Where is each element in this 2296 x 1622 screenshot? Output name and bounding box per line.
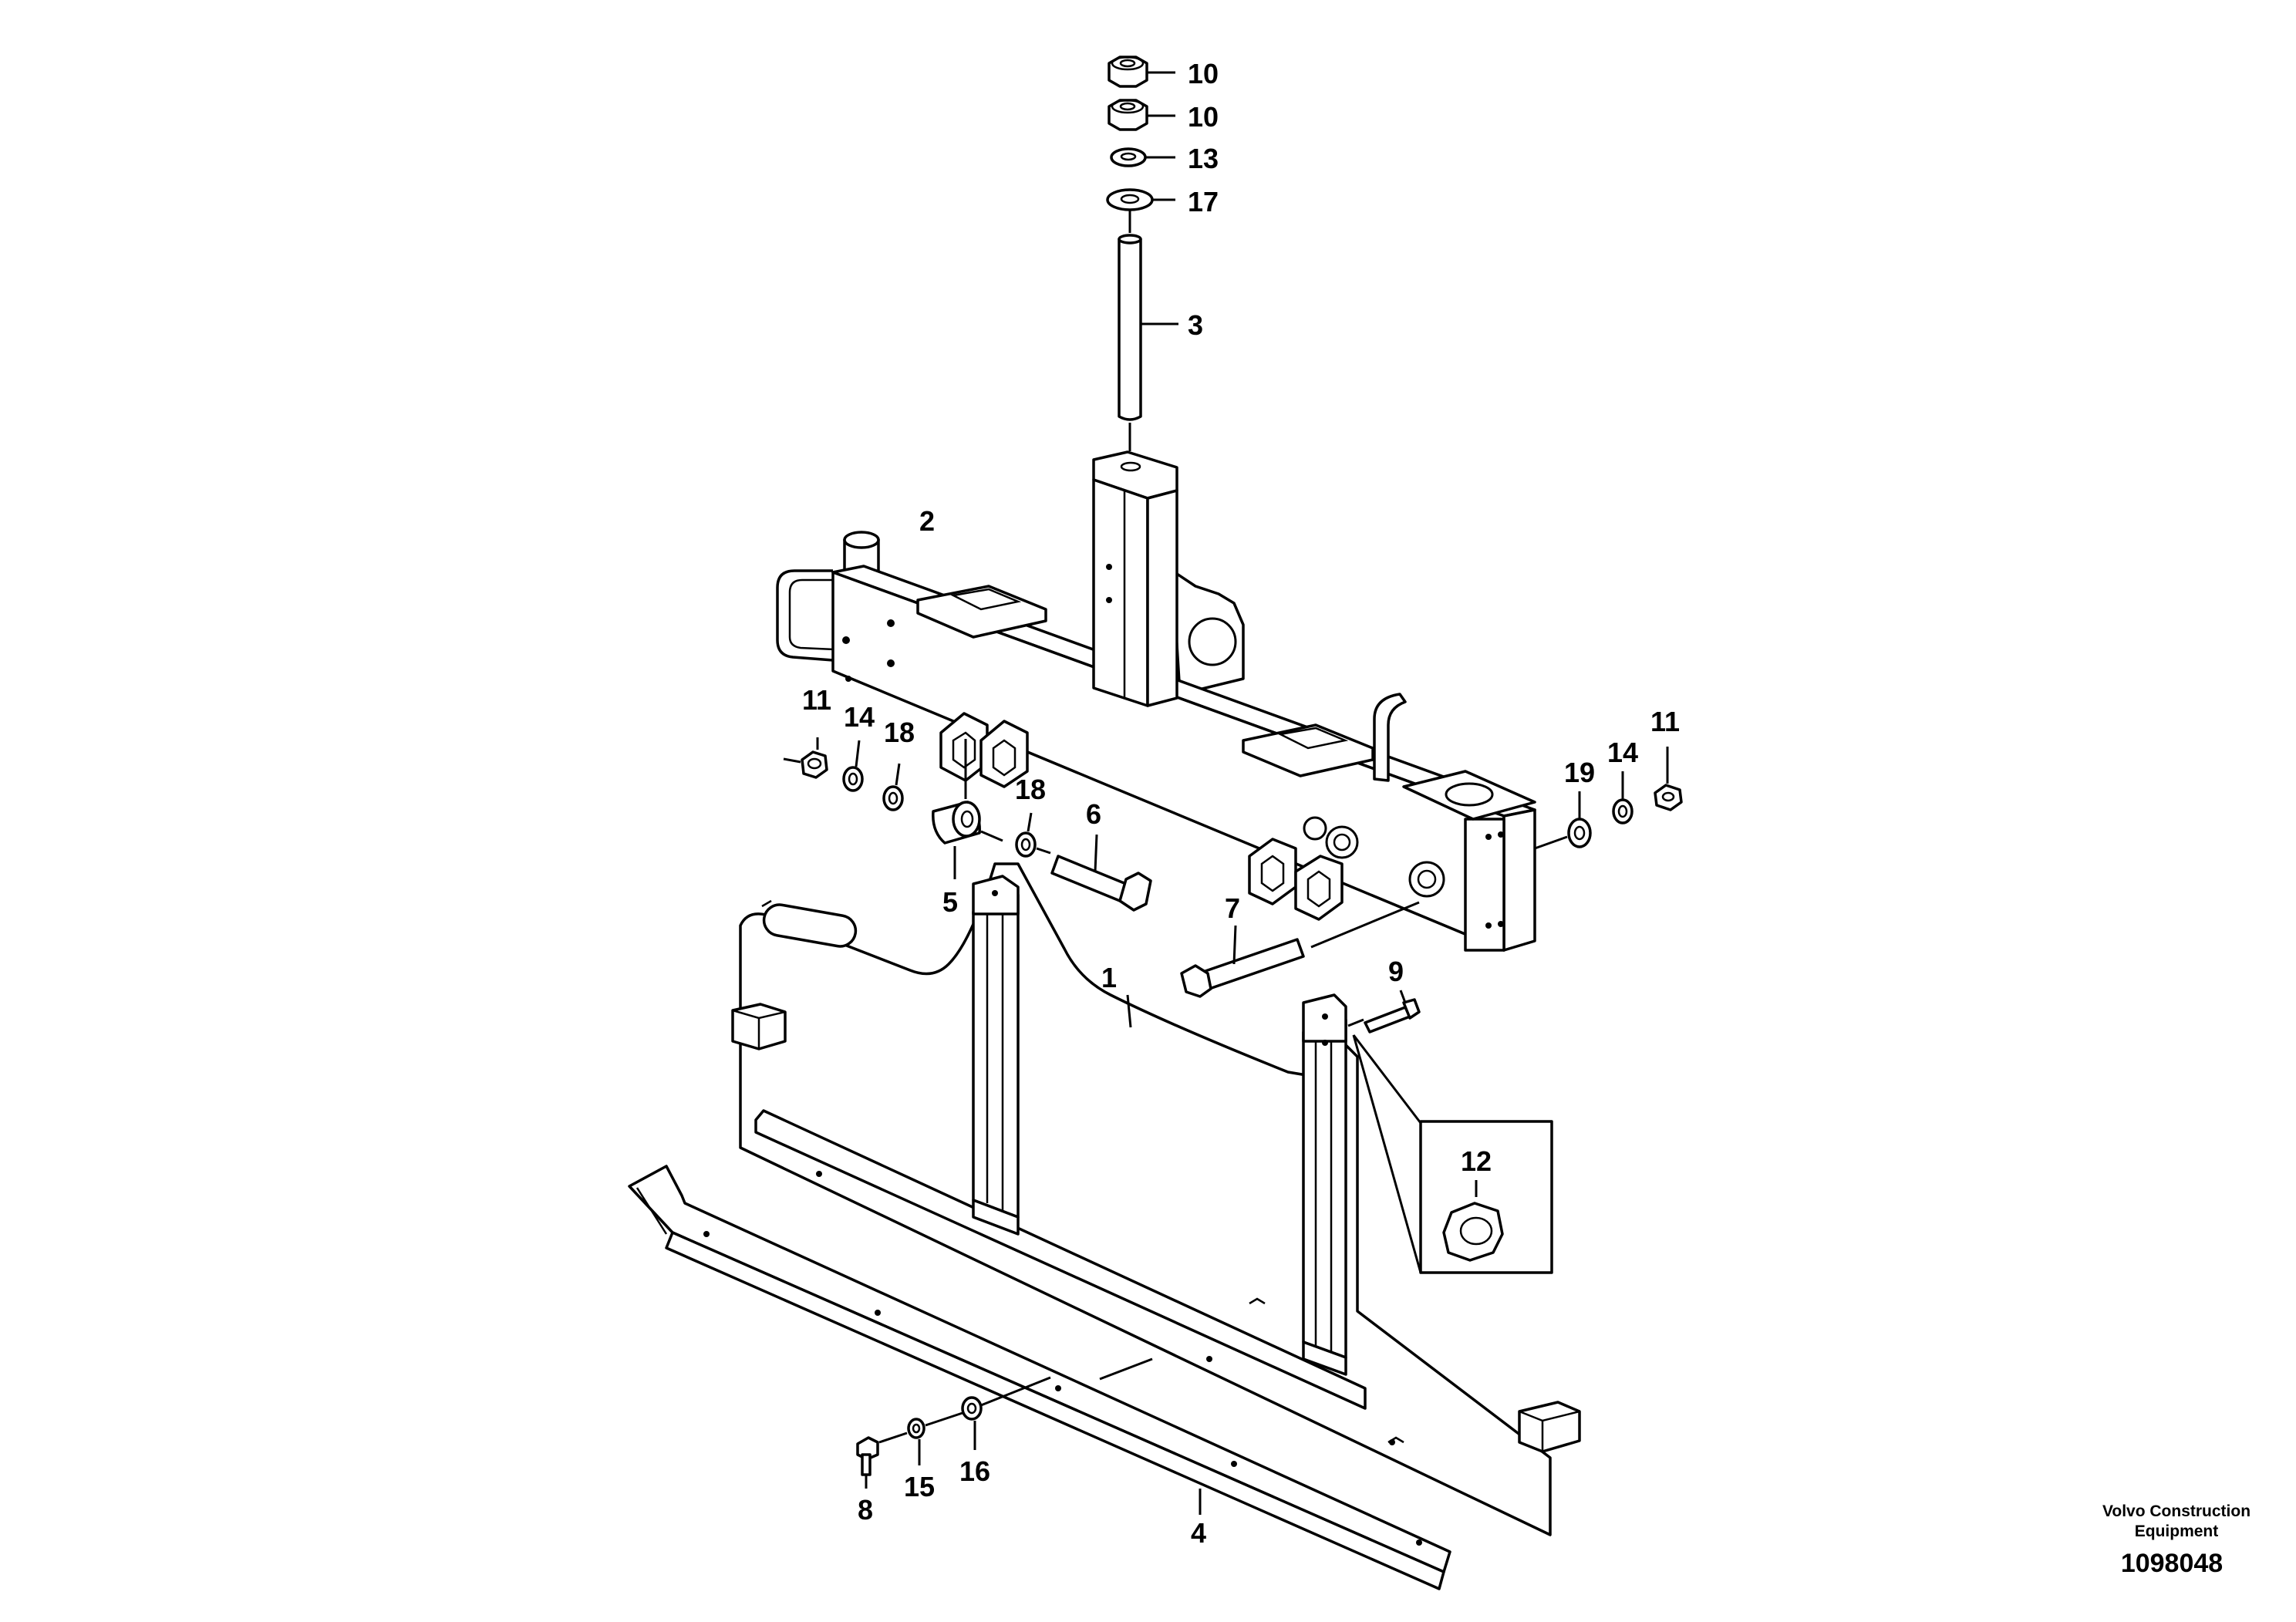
callout-19: 19 (1564, 757, 1595, 788)
washer-18-left (882, 785, 904, 811)
callout-6: 6 (1086, 798, 1101, 830)
pin-socket-post (1092, 450, 1178, 707)
callout-15: 15 (904, 1471, 935, 1502)
callout-7: 7 (1225, 892, 1240, 924)
frame-2 (776, 531, 1536, 952)
bolt-8 (856, 1436, 879, 1476)
detail-box-12 (1352, 1034, 1553, 1274)
bolt-head-11-left (801, 750, 828, 779)
washer-14-left (842, 766, 864, 792)
washer-18-mid (1015, 831, 1037, 858)
panel-1 (731, 862, 1581, 1536)
callout-12: 12 (1461, 1145, 1492, 1177)
bushing-5 (932, 801, 981, 879)
pin-3 (1118, 234, 1142, 421)
washer-17 (1106, 188, 1154, 211)
washer-16 (961, 1396, 983, 1421)
rail-4 (628, 1165, 1451, 1590)
callout-18-mid: 18 (1015, 774, 1046, 805)
callout-8: 8 (858, 1494, 873, 1526)
callout-14-right: 14 (1607, 737, 1638, 768)
bolt-9 (1364, 998, 1421, 1034)
callout-9: 9 (1388, 956, 1404, 987)
nut-10-upper (1108, 56, 1148, 88)
callout-11-right: 11 (1650, 706, 1680, 737)
callout-11-left: 11 (802, 684, 831, 716)
nut-11-right (1654, 784, 1683, 811)
callout-10-lower: 10 (1188, 101, 1219, 133)
callout-13: 13 (1188, 143, 1219, 174)
callout-2: 2 (919, 505, 935, 537)
washer-15 (907, 1418, 925, 1439)
bolt-7 (1180, 938, 1305, 998)
callout-5: 5 (942, 886, 958, 918)
callout-1: 1 (1101, 962, 1117, 993)
callout-17: 17 (1188, 186, 1219, 218)
nut-10-lower (1108, 99, 1148, 131)
washer-19-right (1567, 818, 1592, 848)
callout-18-left: 18 (884, 717, 915, 748)
callout-14-left: 14 (844, 701, 875, 733)
washer-14-right (1612, 798, 1633, 824)
callout-10-upper: 10 (1188, 58, 1219, 89)
drawing-number: 1098048 (2121, 1549, 2223, 1578)
footer-company-line2: Equipment (2135, 1523, 2219, 1540)
bolt-6 (1050, 855, 1152, 912)
callout-3: 3 (1188, 309, 1203, 341)
footer-company-line1: Volvo Construction (2102, 1502, 2250, 1520)
callout-16: 16 (959, 1455, 990, 1487)
callout-4: 4 (1191, 1517, 1206, 1549)
lock-washer-13 (1110, 147, 1147, 167)
